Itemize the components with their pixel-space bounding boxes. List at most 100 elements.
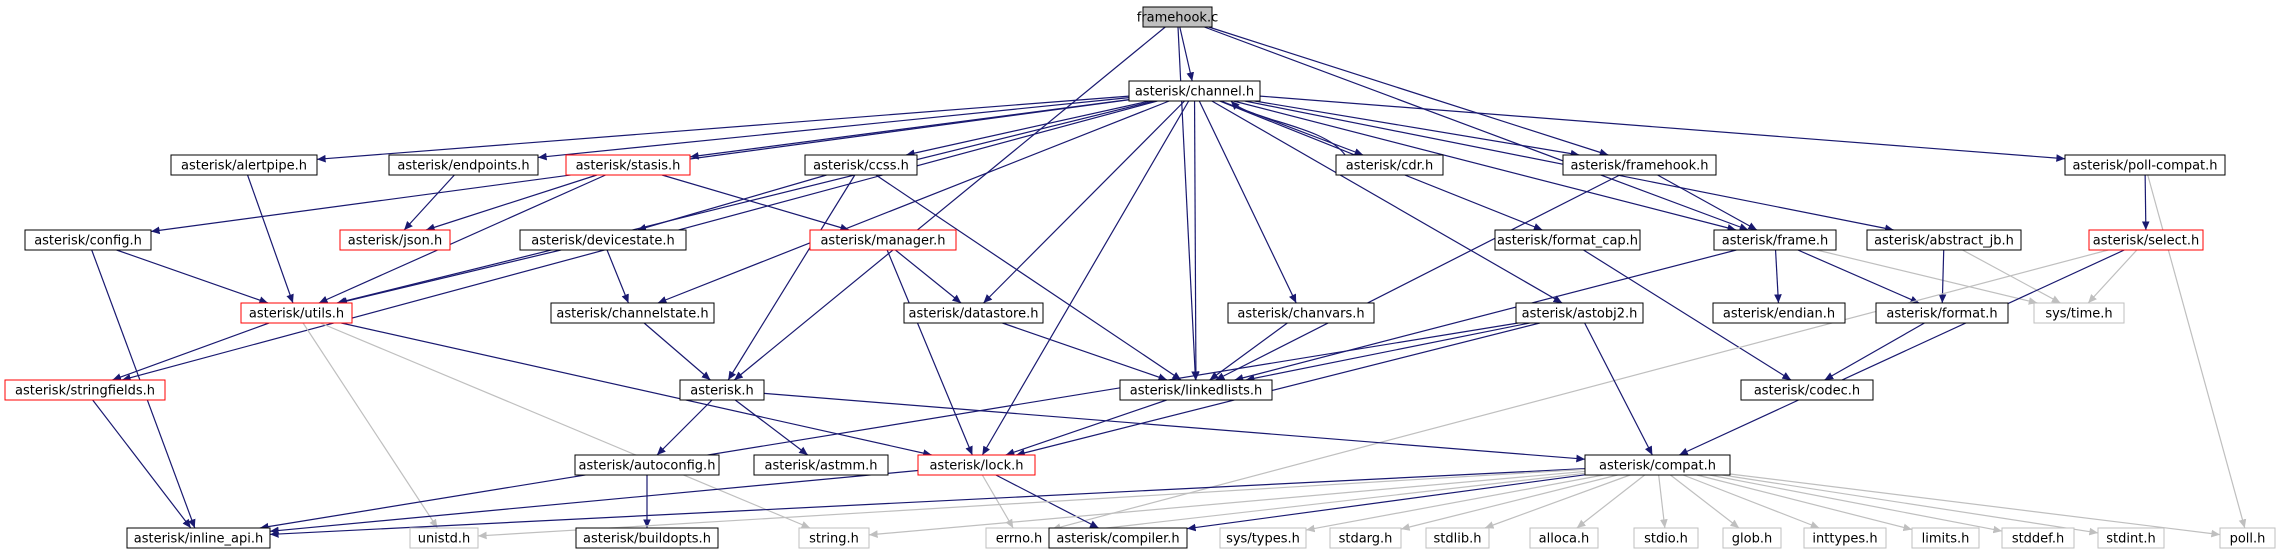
node-manager[interactable]: asterisk/manager.h xyxy=(809,229,957,251)
node-ccss[interactable]: asterisk/ccss.h xyxy=(804,154,918,176)
node-abstractjb[interactable]: asterisk/abstract_jb.h xyxy=(1866,229,2022,251)
edge-linkedlists-to-lock xyxy=(1005,399,1167,456)
node-poll[interactable]: poll.h xyxy=(2219,527,2276,549)
node-limits[interactable]: limits.h xyxy=(1911,527,1980,549)
node-label: asterisk/devicestate.h xyxy=(531,234,674,249)
node-astmm[interactable]: asterisk/astmm.h xyxy=(753,454,889,476)
node-utils[interactable]: asterisk/utils.h xyxy=(240,302,353,324)
node-box xyxy=(1219,527,1307,549)
node-string[interactable]: string.h xyxy=(798,527,870,549)
node-box xyxy=(1494,229,1641,251)
edge-select-to-systime xyxy=(2087,249,2138,304)
node-linkedlists[interactable]: asterisk/linkedlists.h xyxy=(1119,379,1273,401)
node-json[interactable]: asterisk/json.h xyxy=(339,229,451,251)
edge-cdr-to-channel xyxy=(1230,100,1346,156)
node-unistd[interactable]: unistd.h xyxy=(409,527,479,549)
node-label: asterisk/ccss.h xyxy=(813,159,909,174)
node-buildopts[interactable]: asterisk/buildopts.h xyxy=(575,527,719,549)
node-compat[interactable]: asterisk/compat.h xyxy=(1584,454,1731,476)
node-format[interactable]: asterisk/format.h xyxy=(1875,302,2009,324)
edge-stasis-to-utils xyxy=(318,174,606,304)
node-config[interactable]: asterisk/config.h xyxy=(24,229,152,251)
node-label: stdint.h xyxy=(2106,532,2155,547)
edge-stasis-to-manager xyxy=(661,174,850,232)
edge-abstractjb-to-systime xyxy=(1962,249,2061,304)
node-channel[interactable]: asterisk/channel.h xyxy=(1128,80,1261,102)
edge-compat-to-stdarg xyxy=(1400,474,1618,531)
node-lock[interactable]: asterisk/lock.h xyxy=(917,454,1036,476)
node-endian[interactable]: asterisk/endian.h xyxy=(1712,302,1846,324)
node-formatcap[interactable]: asterisk/format_cap.h xyxy=(1494,229,1641,251)
node-box xyxy=(2001,527,2075,549)
edge-asterisk-to-astmm xyxy=(734,399,809,456)
node-label: unistd.h xyxy=(418,532,471,547)
edge-compat-to-stdio xyxy=(1658,474,1668,529)
node-label: asterisk/astobj2.h xyxy=(1522,307,1638,322)
node-box xyxy=(1712,302,1846,324)
node-box xyxy=(2064,154,2226,176)
edge-channel-to-datastore xyxy=(983,100,1185,304)
node-errno[interactable]: errno.h xyxy=(985,527,1053,549)
node-datastore[interactable]: asterisk/datastore.h xyxy=(903,302,1044,324)
edge-compat-to-glob xyxy=(1670,474,1740,529)
node-box xyxy=(1633,527,1699,549)
edge-channelstate-to-asterisk xyxy=(643,322,711,381)
node-codec[interactable]: asterisk/codec.h xyxy=(1740,379,1874,401)
node-pollcompat[interactable]: asterisk/poll-compat.h xyxy=(2064,154,2226,176)
node-box xyxy=(388,154,539,176)
node-select[interactable]: asterisk/select.h xyxy=(2088,229,2204,251)
edge-ccss-to-asterisk xyxy=(727,174,856,381)
node-box xyxy=(1335,154,1444,176)
edge-channel-to-lock xyxy=(981,100,1190,456)
node-channelstate[interactable]: asterisk/channelstate.h xyxy=(550,302,715,324)
node-label: asterisk/endpoints.h xyxy=(397,159,529,174)
node-box xyxy=(126,527,271,549)
node-systime[interactable]: sys/time.h xyxy=(2033,302,2125,324)
node-label: string.h xyxy=(809,532,859,547)
edge-astobj2-to-inlineapi xyxy=(259,322,1519,531)
node-stringfields[interactable]: asterisk/stringfields.h xyxy=(4,379,166,401)
edge-stringfields-to-inlineapi xyxy=(92,399,192,529)
edge-astobj2-to-linkedlists xyxy=(1245,322,1530,383)
node-devicestate[interactable]: asterisk/devicestate.h xyxy=(519,229,687,251)
node-systypes[interactable]: sys/types.h xyxy=(1219,527,1307,549)
node-stdlib[interactable]: stdlib.h xyxy=(1425,527,1490,549)
edge-utils-to-string xyxy=(320,322,811,529)
node-alloca[interactable]: alloca.h xyxy=(1529,527,1599,549)
node-chanvars[interactable]: asterisk/chanvars.h xyxy=(1227,302,1375,324)
node-label: asterisk/autoconfig.h xyxy=(579,459,716,474)
node-stdarg[interactable]: stdarg.h xyxy=(1329,527,1402,549)
node-framehook-h[interactable]: asterisk/framehook.h xyxy=(1562,154,1717,176)
node-label: asterisk/compiler.h xyxy=(1056,532,1179,547)
node-label: asterisk/format_cap.h xyxy=(1497,234,1638,249)
node-compiler[interactable]: asterisk/compiler.h xyxy=(1048,527,1188,549)
node-inlineapi[interactable]: asterisk/inline_api.h xyxy=(126,527,271,549)
node-endpoints[interactable]: asterisk/endpoints.h xyxy=(388,154,539,176)
node-asterisk[interactable]: asterisk.h xyxy=(679,379,765,401)
node-box xyxy=(798,527,870,549)
edge-alertpipe-to-utils xyxy=(246,174,294,304)
edge-devicestate-to-utils xyxy=(338,249,562,305)
node-alertpipe[interactable]: asterisk/alertpipe.h xyxy=(170,154,318,176)
node-label: asterisk/manager.h xyxy=(820,234,945,249)
node-frame[interactable]: asterisk/frame.h xyxy=(1713,229,1837,251)
edges-layer xyxy=(91,26,2247,540)
node-autoconfig[interactable]: asterisk/autoconfig.h xyxy=(574,454,720,476)
node-stdint[interactable]: stdint.h xyxy=(2097,527,2165,549)
edge-utils-to-stringfields xyxy=(112,322,270,381)
node-astobj2[interactable]: asterisk/astobj2.h xyxy=(1515,302,1644,324)
node-inttypes[interactable]: inttypes.h xyxy=(1803,527,1887,549)
node-stdio[interactable]: stdio.h xyxy=(1633,527,1699,549)
edge-framehook_c-to-channel xyxy=(1179,26,1195,82)
node-stasis[interactable]: asterisk/stasis.h xyxy=(565,154,691,176)
node-framehook-c[interactable]: framehook.c xyxy=(1137,6,1219,28)
node-glob[interactable]: glob.h xyxy=(1722,527,1782,549)
node-box xyxy=(1713,229,1837,251)
node-box xyxy=(753,454,889,476)
node-cdr[interactable]: asterisk/cdr.h xyxy=(1335,154,1444,176)
edge-endpoints-to-json xyxy=(403,174,455,231)
node-label: asterisk/stringfields.h xyxy=(15,384,155,399)
node-label: asterisk/datastore.h xyxy=(908,307,1038,322)
node-stddef[interactable]: stddef.h xyxy=(2001,527,2075,549)
edge-compat-to-unistd xyxy=(477,468,1586,540)
